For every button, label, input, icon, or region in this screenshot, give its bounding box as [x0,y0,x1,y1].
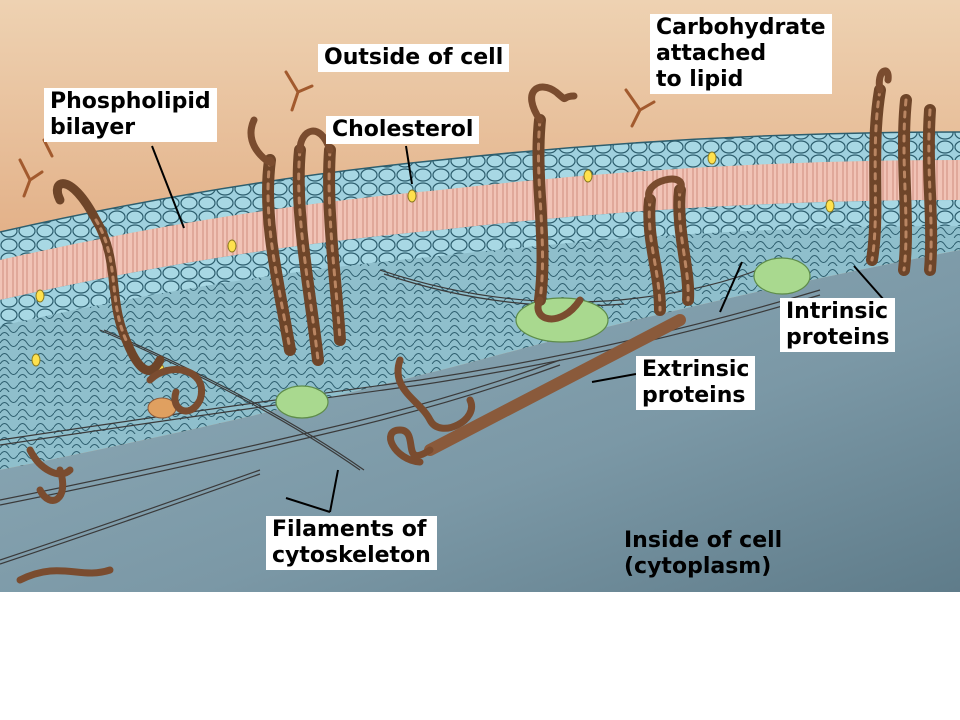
outer-leaflet-heads [0,132,960,260]
cytoskeleton-filaments [0,259,821,565]
label-filaments-of-cytoskeleton: Filaments of cytoskeleton [266,516,437,570]
extrinsic-protein-blobs [275,257,811,419]
label-carbohydrate-attached-to-lipid: Carbohydrate attached to lipid [650,14,832,94]
membrane-diagram: Outside of cell Carbohydrate attached to… [0,0,960,592]
leader-lines [151,145,885,513]
label-cholesterol: Cholesterol [326,116,480,144]
label-inside-of-cell: Inside of cell (cytoplasm) [624,528,783,579]
membrane-illustration [0,0,960,592]
lipid-tails-band [0,160,960,300]
label-phospholipid-bilayer: Phospholipid bilayer [44,88,217,142]
carbohydrate-chains [18,70,656,198]
label-outside-of-cell: Outside of cell [318,44,510,72]
intrinsic-proteins [16,67,938,584]
label-intrinsic-proteins: Intrinsic proteins [780,298,896,352]
inner-leaflet-heads [0,200,960,326]
label-extrinsic-proteins: Extrinsic proteins [636,356,756,410]
